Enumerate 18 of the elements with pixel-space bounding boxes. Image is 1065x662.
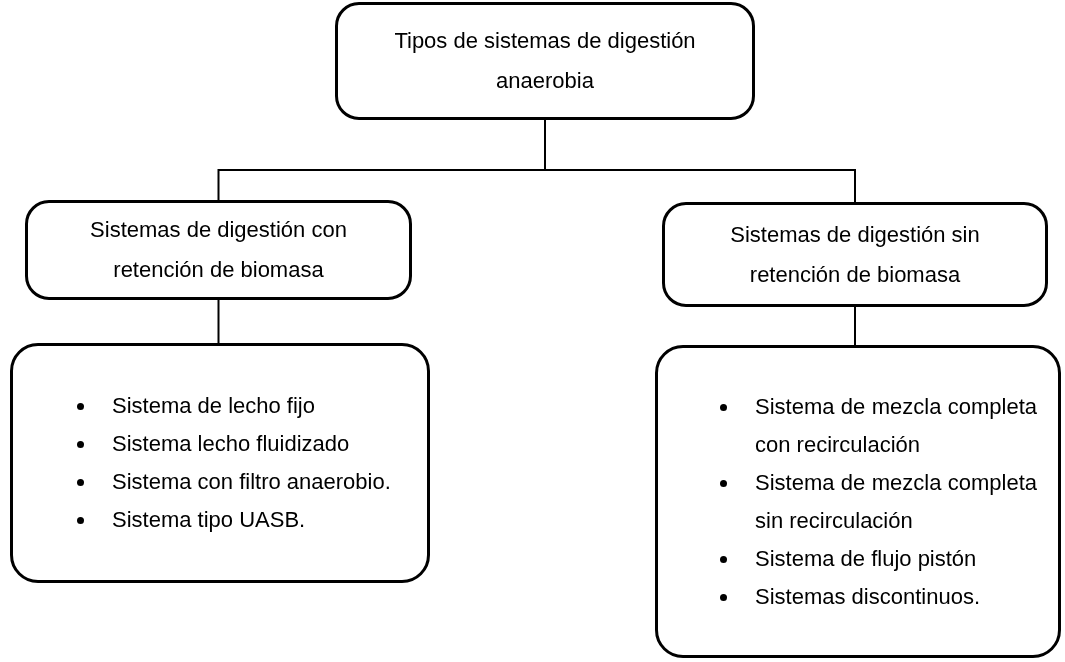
list-item: Sistema de mezcla completa con recirculación xyxy=(755,392,1037,459)
list-box xyxy=(10,343,430,583)
list-item: Sistemas discontinuos. xyxy=(755,582,981,611)
category-box xyxy=(662,202,1048,307)
list-box xyxy=(655,345,1061,658)
list-item: Sistema con filtro anaerobio. xyxy=(112,468,392,496)
list-item: Sistema de flujo pistón xyxy=(755,544,978,573)
box-label: Tipos de sistemas de digestión anaerobia xyxy=(393,27,697,95)
box-label: Sistemas de digestión sin retención de biomasa xyxy=(729,220,981,289)
list-item: Sistema de lecho fijo xyxy=(112,392,316,420)
box-label: Sistemas de digestión con retención de biomasa xyxy=(89,216,348,284)
connector-line xyxy=(854,306,856,346)
category-box xyxy=(25,200,412,300)
list-item: Sistema de mezcla completa sin recirculación xyxy=(755,468,1037,535)
list-item: Sistema tipo UASB. xyxy=(112,506,307,534)
root-box xyxy=(335,2,755,120)
connector-line xyxy=(217,299,220,344)
list-item: Sistema lecho fluidizado xyxy=(112,430,351,458)
